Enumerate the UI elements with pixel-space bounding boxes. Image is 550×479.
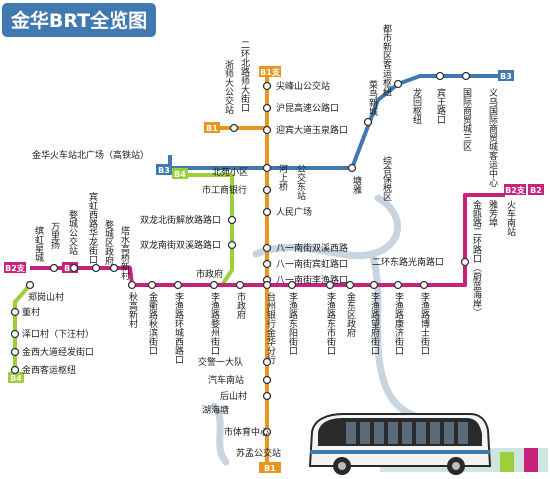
station-label: 双龙南街双溪路路口: [140, 239, 221, 251]
tag-b2-branch-west: B2支: [4, 262, 26, 273]
station-label: 塘雅: [351, 175, 362, 195]
station-label: 李渔路东阳街口: [287, 291, 298, 355]
station-label: 郑岗山村: [28, 291, 64, 303]
tag-b4-mid: B4: [172, 168, 188, 179]
station-label: 塔水高桥新村: [119, 225, 130, 280]
stations-b1-center: 北苑小区 河上桥 公交东站 市工商银行 人民广场 八一南街双溪西路 八一南街宾虹…: [202, 163, 348, 286]
station-label: 市政府: [235, 291, 246, 320]
svg-text:B2: B2: [530, 186, 542, 195]
station-label: 火车南站: [505, 200, 516, 237]
station-label: 浙师大公交站: [223, 59, 234, 115]
station-label: 金华火车站北广场（高铁站）: [32, 149, 149, 161]
stations-b2-east: 台州银行金华分行 李渔路东阳街口 李渔路东市街口 金东区政府 李渔路望府街口 李…: [262, 199, 516, 365]
station-label: 宾王路口: [435, 87, 446, 124]
station-label: 缤虹星城: [33, 225, 44, 263]
station-label: 秋高新村: [127, 291, 138, 328]
station-label: 李渔路东市街口: [325, 291, 336, 355]
svg-text:B4: B4: [174, 170, 186, 179]
stations-b1-north: 浙师大公交站 二环北路师大街口 尖峰山公交站 沪昆高速公路口 迎宾大道玉泉路口: [223, 40, 348, 136]
station-label: 沪昆高速公路口: [276, 102, 339, 114]
station-label: 迎宾大道玉泉路口: [276, 124, 348, 136]
station-label: 龙回枢纽: [411, 87, 422, 124]
station-label: 后山村: [220, 390, 247, 402]
station-label: 雅芳埠: [487, 199, 498, 228]
station-label: 李渔路婺州街口: [209, 291, 220, 355]
svg-text:B2支: B2支: [5, 263, 26, 273]
station-label: 八一南街双溪西路: [276, 242, 348, 254]
tag-b1-branch: B1支: [259, 66, 281, 77]
station-label: 河上桥: [277, 163, 288, 192]
station-label: 综合保税区: [381, 155, 392, 201]
station-label: 金东区政府: [345, 291, 356, 338]
tag-b1-bottom: B1: [259, 462, 281, 473]
station-label: 李渔路博士街口: [419, 291, 430, 355]
station-label: 金瓯路二环路口（蔚蓝海岸）: [471, 199, 482, 317]
station-label: 金西客运枢纽: [22, 364, 76, 376]
station-label: 金衢路秋滨街口: [147, 291, 158, 355]
station-label: 双龙北街解放路路口: [140, 214, 221, 226]
svg-text:B1支: B1支: [260, 67, 281, 77]
station-label: 义乌国际商贸城客运中心: [487, 88, 498, 187]
station-label: 二环东路光南路口: [372, 256, 444, 268]
station-label: 李渔路环城西路口: [173, 291, 184, 364]
station-label: 公交东站: [295, 164, 306, 201]
svg-text:B2支: B2支: [505, 185, 526, 195]
brt-bus-illustration: [308, 413, 548, 475]
station-label: 董村: [22, 306, 40, 318]
station-label: 八一南街李渔路口: [276, 274, 348, 286]
station-label: 尖峰山公交站: [276, 80, 330, 92]
station-label: 李渔路康济街口: [393, 291, 404, 355]
station-label: 二环北路师大街口: [239, 40, 250, 112]
station-label: 国际商贸城三区: [461, 88, 472, 151]
tag-b4-left: B4: [8, 372, 24, 383]
station-label: 市工商银行: [202, 184, 247, 196]
station-label: 婺城区政府: [103, 220, 114, 266]
svg-text:B3: B3: [500, 72, 512, 81]
station-label: 泽口村（下汪村）: [22, 328, 94, 340]
stations-b2-west: 缤虹星城 万里扬 婺城公交站 宾虹西路华龙街口 婺城区政府 塔水高桥新村 秋高新…: [33, 191, 246, 364]
station-label: 汽车南站: [208, 374, 244, 386]
station-label: 湖海塘: [202, 404, 229, 416]
station-label: 八一南街宾虹路口: [276, 258, 348, 270]
station-label: 北苑小区: [212, 166, 248, 178]
stations-b3: 金华火车站北广场（高铁站） 塘雅 菜鸟新城 都市新区客运枢纽 综合保税区 龙回枢…: [32, 24, 498, 201]
station-label: 金西大道经发街口: [22, 346, 94, 358]
station-label: 苏孟公交站: [236, 447, 281, 459]
station-label: 交警一大队: [198, 356, 243, 368]
station-label: 人民广场: [276, 206, 312, 218]
title-background: [2, 3, 156, 37]
station-label: 李渔路望府街口: [369, 291, 380, 355]
svg-text:B3: B3: [158, 166, 170, 175]
map-title: 金华BRT全览图: [10, 9, 147, 32]
svg-text:B4: B4: [10, 374, 22, 383]
svg-text:B1: B1: [264, 464, 276, 473]
station-label: 都市新区客运枢纽: [381, 24, 392, 96]
tag-b1: B1: [204, 122, 220, 133]
stations-b4-south: 郑岗山村 董村 泽口村（下汪村） 金西大道经发街口 金西客运枢纽: [10, 280, 94, 376]
tag-b3-left: B3: [156, 164, 172, 175]
station-label: 万里扬: [49, 222, 60, 250]
station-label: 婺城公交站: [67, 210, 78, 256]
tag-b2-east: B2: [528, 184, 544, 195]
station-label: 台州银行金华分行: [265, 291, 276, 365]
station-label: 市体育中心: [224, 426, 269, 438]
tag-b2-branch-east: B2支: [504, 184, 526, 195]
station-label: 宾虹西路华龙街口: [87, 191, 98, 264]
svg-text:B1: B1: [206, 124, 218, 133]
stations-b1-south: 交警一大队 汽车南站 后山村 湖海塘 市体育中心 苏孟公交站: [198, 356, 281, 459]
stations-b4: 双龙北街解放路路口 双龙南街双溪路路口 市政府: [140, 214, 237, 280]
station-label: 市政府: [196, 268, 223, 280]
station-label: 菜鸟新城: [367, 79, 378, 117]
tag-b3-top: B3: [498, 70, 514, 81]
